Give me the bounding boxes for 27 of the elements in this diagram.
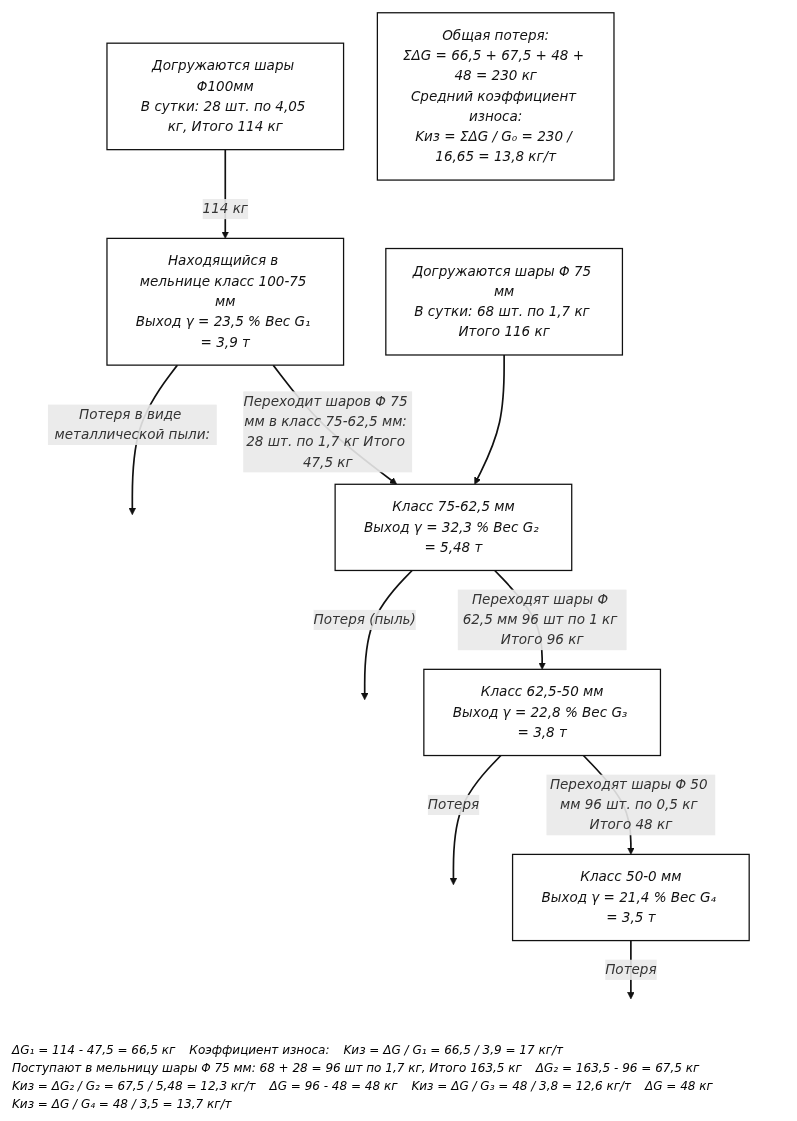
formula-note: ΔG = 48 кг [645, 1079, 713, 1093]
formula-note: Kиз = ΔG / G₄ = 48 / 3,5 = 13,7 кг/т [12, 1097, 232, 1111]
node-box [511, 853, 750, 942]
edge-label: Переходят шары Φ 50 мм 96 шт. по 0,5 кг Итого 48 кг [549, 776, 708, 833]
edge-label: 114 кг [202, 200, 248, 217]
edge-label: Потеря [427, 796, 480, 813]
arrow [474, 354, 505, 485]
edge-label: Потеря [605, 961, 657, 978]
node-box [106, 237, 345, 366]
edge-label: Потеря (пыль) [313, 611, 416, 628]
formula-note: Коэффициент износа: [189, 1043, 330, 1057]
edge-label: Переходит шаров Φ 75 мм в класс 75-62,5 мм: 28 шт. по 1,7 кг Итого 47,5 кг [243, 393, 408, 470]
flowchart-drawing: 114 кг Потеря в виде металлической пыли: Переходит шаров Φ 75 мм в класс 75-62,5 мм: 28 шт. по 1,7 кг Итого 47,5 кг Потеря (пыль) Переходят шары Φ 62,5 мм 96 шт по 1 кг Итого 96 кг Потеря Переходят шары Φ 50 мм 96 шт. по 0,5 кг Итого 48 кг Потеря Догружаются шары Φ100мм В сутки: 28 шт. по 4,05 кг, Итого 114 кг Находящийся в мельнице класс 100-75 мм Выход γ = 23,5 % Вес G₁ = 3,9 т Догружаются шары Φ 75 мм В сутки: 68 шт. по 1,7 кг Итого 116 кг Класс 75-62,5 мм Выход γ = 32,3 % Вес G₂ = 5,48 т Класс 62,5-50 мм Выход γ = 22,8 % Вес G₃ = 3,8 т Класс 50-0 мм Выход γ = 21,4 % Вес G₄ = 3,5 т Общая потеря: ΣΔG = 66,5 + 67,5 + 48 + 48 = 230 кг Средний коэффициент износа: Kиз = ΣΔG / G₀ = 230 / 16,65 = 13,8 кг/т [6, 6, 791, 1031]
node-box [385, 247, 624, 356]
node-box [423, 668, 662, 757]
formula-note: Kиз = ΔG / G₃ = 48 / 3,8 = 12,6 кг/т [411, 1079, 631, 1093]
node-box [334, 483, 573, 572]
formula-note: ΔG = 96 - 48 = 48 кг [269, 1079, 398, 1093]
formula-note: Поступают в мельницу шары Φ 75 мм: 68 + 28 = 96 шт по 1,7 кг, Итого 163,5 кг [12, 1061, 522, 1075]
edge-label: Переходят шары Φ 62,5 мм 96 шт по 1 кг Итого 96 кг [462, 591, 618, 648]
edge-label: Потеря в виде металлической пыли: [54, 406, 211, 443]
formula-note: ΔG₂ = 163,5 - 96 = 67,5 кг [535, 1061, 700, 1075]
node-box [106, 42, 345, 151]
formula-note: Kиз = ΔG₂ / G₂ = 67,5 / 5,48 = 12,3 кг/т [12, 1079, 256, 1093]
formula-note: Kиз = ΔG / G₁ = 66,5 / 3,9 = 17 кг/т [343, 1043, 564, 1057]
formula-note: ΔG₁ = 114 - 47,5 = 66,5 кг [12, 1043, 176, 1057]
node-box [376, 12, 615, 181]
